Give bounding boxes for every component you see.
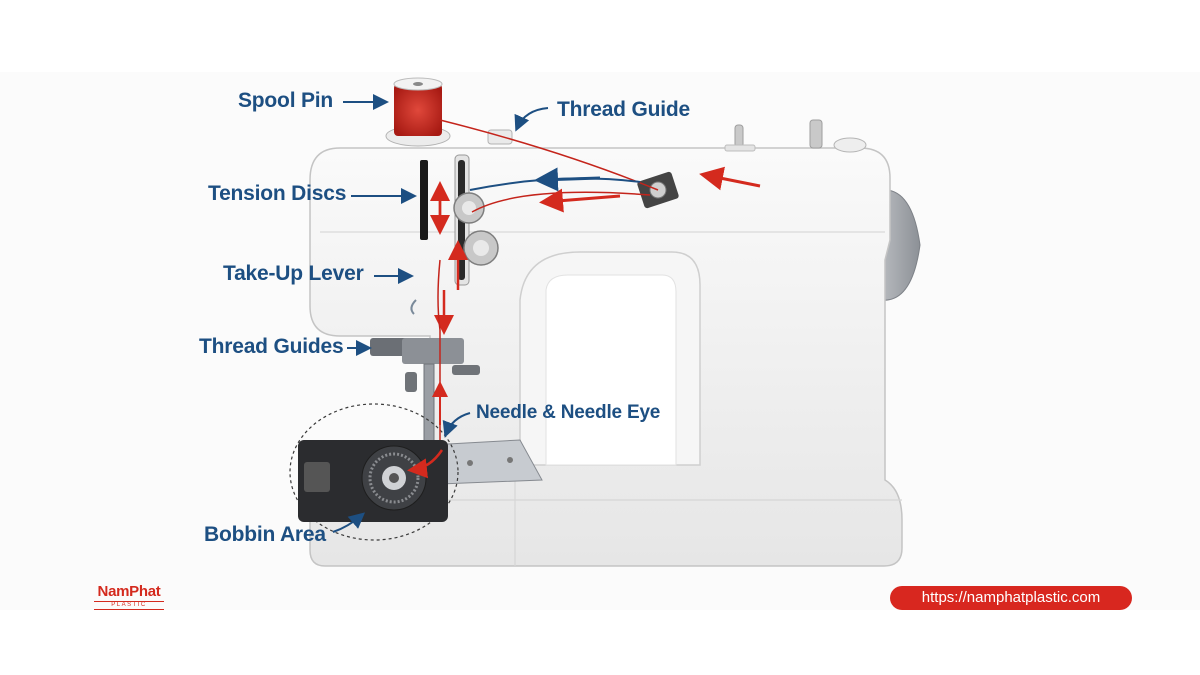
label-tension-discs: Tension Discs bbox=[208, 182, 347, 205]
thread-path bbox=[407, 119, 761, 479]
label-bobbin-area: Bobbin Area bbox=[204, 523, 326, 546]
label-take-up-lever: Take-Up Lever bbox=[223, 262, 364, 285]
logo-subtitle: PLASTIC bbox=[94, 601, 164, 610]
website-url-badge: https://namphatplastic.com bbox=[890, 586, 1132, 610]
logo-name: NamPhat bbox=[97, 583, 161, 600]
spool bbox=[385, 77, 451, 147]
label-needle-eye: Needle & Needle Eye bbox=[476, 402, 661, 423]
tension-assembly bbox=[420, 154, 499, 286]
label-spool-pin: Spool Pin bbox=[238, 89, 334, 112]
label-pointers bbox=[332, 94, 549, 533]
label-thread-guide: Thread Guide bbox=[557, 98, 690, 121]
label-thread-guides: Thread Guides bbox=[199, 335, 344, 358]
brand-logo: NamPhat PLASTIC bbox=[88, 584, 170, 610]
